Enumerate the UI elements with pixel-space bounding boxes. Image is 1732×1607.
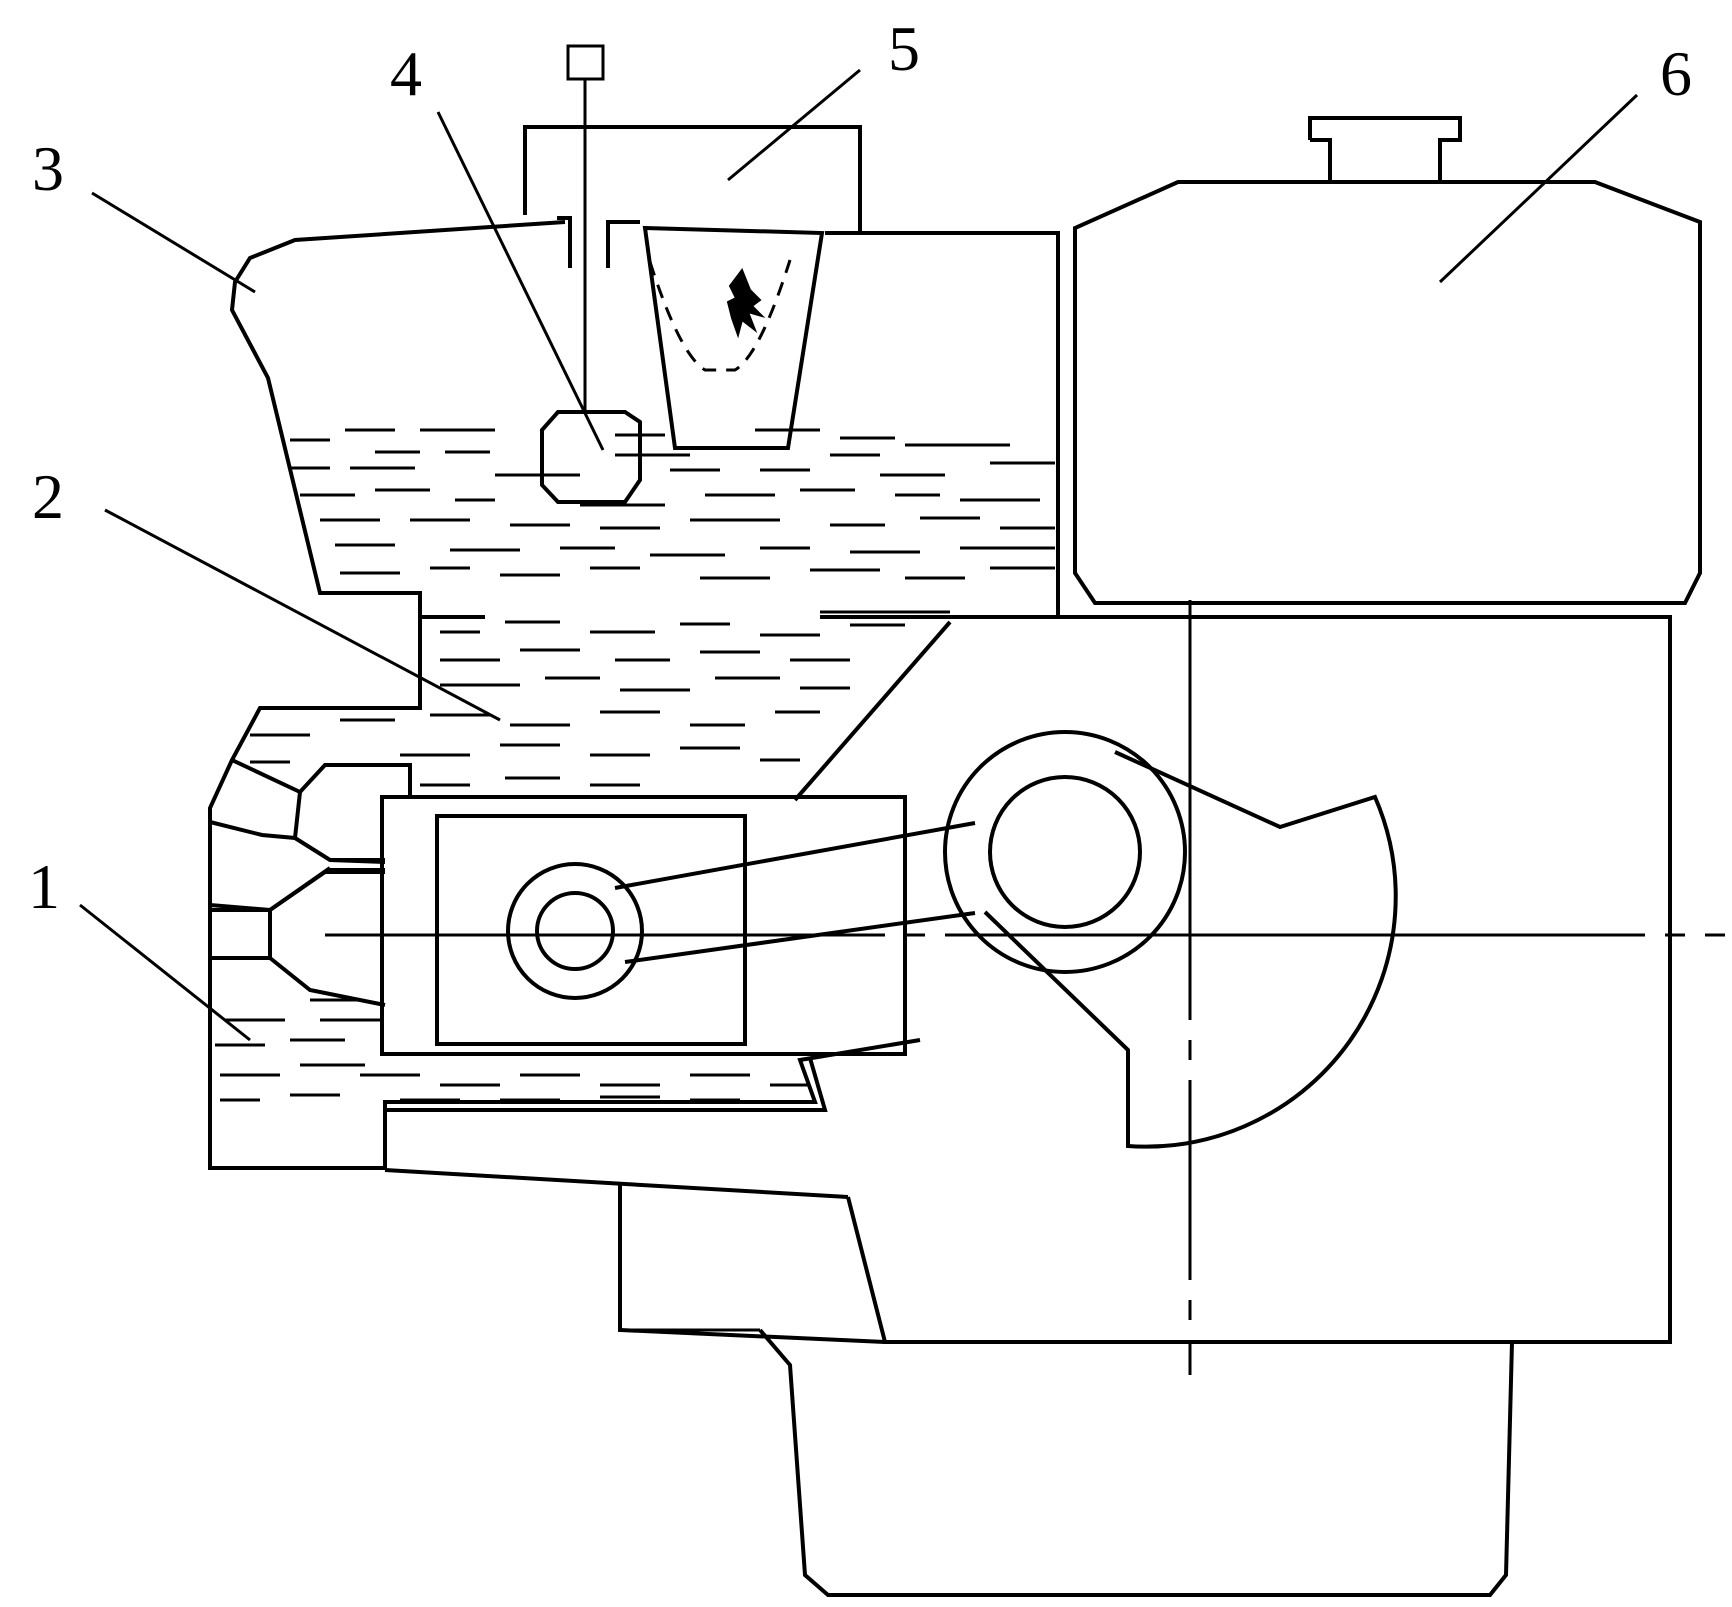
water-hatching	[215, 428, 1055, 1102]
label-4: 4	[390, 38, 422, 109]
top-box-cap	[1308, 116, 1462, 182]
label-2: 2	[32, 461, 64, 532]
oil-pan	[758, 1328, 1514, 1597]
label-5: 5	[888, 13, 920, 84]
label-1: 1	[28, 851, 60, 922]
head-upper-web	[293, 791, 302, 839]
label-3: 3	[32, 133, 64, 204]
crank-pin	[988, 775, 1142, 929]
leader-line-4	[436, 111, 605, 451]
leader-line-3	[91, 191, 256, 294]
sloped-jacket-wall	[793, 620, 952, 802]
label-6: 6	[1660, 38, 1692, 109]
lower-body	[384, 1168, 849, 1199]
crank-web	[983, 750, 1398, 1149]
crankcase-block	[846, 615, 1672, 1344]
leader-line-1	[79, 903, 251, 1042]
tank-inlet-slot-right	[606, 220, 640, 268]
head-lower-chamber	[268, 870, 386, 1007]
jacket-bottom	[383, 1057, 828, 1168]
leader-line-6	[1438, 93, 1639, 284]
lower-body-left	[618, 1185, 886, 1344]
top-box	[1073, 180, 1702, 605]
connecting-rod	[614, 821, 976, 964]
head-port	[210, 908, 272, 960]
leader-line-5	[727, 68, 861, 182]
filter-basket-contents	[648, 259, 792, 372]
hopper-box	[523, 125, 862, 232]
piston-pin	[535, 891, 615, 971]
crank-pin-boss	[943, 730, 1187, 974]
piston-pin-boss	[506, 862, 644, 1000]
float-rod-cap	[566, 44, 605, 81]
nozzle	[330, 858, 385, 872]
filter-debris	[726, 267, 766, 339]
leader-line-2	[104, 508, 501, 722]
filter-basket	[642, 225, 825, 450]
tank-inlet-slot-left	[557, 216, 572, 268]
piston	[435, 814, 747, 1046]
float	[540, 410, 642, 504]
upper-water-tank	[208, 220, 921, 1170]
upper-tank-right-wall	[820, 231, 1060, 619]
injector-body	[209, 820, 386, 913]
head-upper-chamber	[231, 758, 412, 798]
cylinder	[380, 795, 907, 1056]
